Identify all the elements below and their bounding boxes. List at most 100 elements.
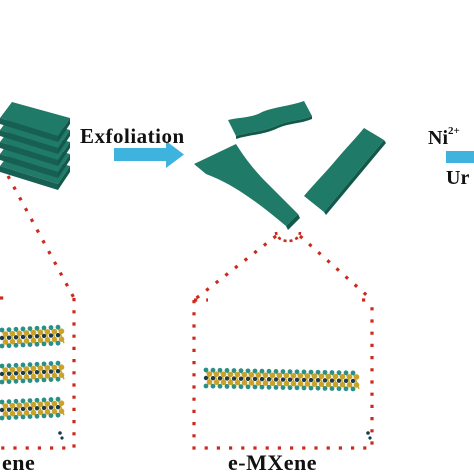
atom	[203, 375, 209, 381]
atom	[41, 377, 47, 383]
atom	[259, 376, 265, 382]
atom	[0, 327, 5, 333]
atom	[287, 369, 293, 375]
emxene-label: e-MXene	[228, 450, 318, 475]
atom	[37, 401, 44, 408]
atom	[13, 362, 19, 368]
atom	[55, 405, 61, 410]
atom	[23, 402, 30, 408]
atom	[41, 369, 47, 375]
atom	[231, 376, 237, 381]
atom	[241, 371, 248, 378]
atom	[238, 376, 244, 381]
atom	[51, 336, 58, 343]
atom	[58, 400, 65, 407]
atom	[280, 377, 286, 382]
atom	[294, 369, 300, 375]
atom	[6, 343, 12, 349]
atom	[41, 325, 47, 331]
atom	[20, 398, 26, 404]
atom	[234, 379, 241, 386]
atom	[210, 375, 216, 381]
atom	[266, 368, 272, 374]
atom	[30, 373, 37, 380]
nickel-charge: 2+	[448, 125, 460, 138]
atom	[259, 384, 265, 390]
atom	[2, 331, 9, 337]
atom	[287, 385, 293, 391]
atom	[353, 374, 360, 380]
atom	[0, 399, 5, 405]
atom	[238, 368, 244, 374]
atom	[287, 377, 293, 382]
atom	[44, 365, 51, 371]
atom	[37, 365, 44, 372]
atom	[245, 384, 251, 390]
atom	[210, 367, 216, 373]
atom	[308, 385, 314, 391]
atom	[329, 386, 335, 391]
atom	[213, 379, 220, 385]
atom	[269, 372, 276, 379]
atom	[301, 369, 307, 375]
atom	[20, 370, 26, 376]
atom	[48, 377, 54, 382]
atom	[227, 371, 234, 378]
atomic-layer	[0, 324, 65, 349]
atom	[350, 378, 356, 384]
atom	[41, 405, 47, 411]
atom	[294, 377, 300, 383]
atom	[297, 373, 304, 379]
atom	[336, 370, 342, 376]
atom	[30, 409, 37, 416]
atom	[51, 364, 58, 371]
atom	[37, 337, 44, 344]
atom	[255, 372, 262, 378]
mxene-label: ene	[2, 450, 36, 475]
atom	[58, 408, 65, 415]
atom	[41, 413, 47, 419]
atom	[44, 401, 51, 407]
atom	[34, 406, 40, 411]
atom	[16, 402, 23, 409]
atom	[339, 381, 346, 388]
atom	[308, 369, 314, 375]
atom	[48, 325, 54, 330]
atom	[6, 407, 12, 412]
atom	[27, 370, 33, 375]
atom	[23, 374, 30, 380]
atom	[325, 373, 332, 380]
atom	[206, 379, 213, 385]
atom	[0, 379, 5, 385]
atom	[220, 379, 227, 386]
atom	[353, 382, 360, 388]
atom	[48, 405, 54, 410]
atom	[217, 376, 223, 381]
atom	[48, 341, 54, 346]
atom	[2, 367, 9, 373]
atom	[308, 377, 314, 383]
exfoliation-label: Exfoliation	[80, 124, 185, 148]
atom	[55, 324, 61, 330]
atom	[9, 330, 16, 337]
atom	[311, 373, 318, 379]
atom	[20, 334, 26, 340]
atom	[16, 330, 23, 337]
atom	[6, 379, 12, 385]
atom	[13, 335, 19, 340]
atom	[269, 380, 276, 387]
emxene-zoom-outline	[192, 234, 374, 450]
atom	[13, 407, 19, 412]
atom	[346, 382, 353, 388]
atom	[30, 365, 37, 372]
atom	[322, 369, 328, 375]
atom	[343, 386, 349, 392]
atom	[55, 360, 61, 366]
atom	[0, 407, 5, 413]
atom	[23, 338, 30, 344]
atom	[55, 396, 61, 402]
atom	[2, 411, 9, 417]
atom	[41, 397, 47, 403]
atom	[13, 398, 19, 404]
stacked-sheet-top	[0, 102, 70, 142]
